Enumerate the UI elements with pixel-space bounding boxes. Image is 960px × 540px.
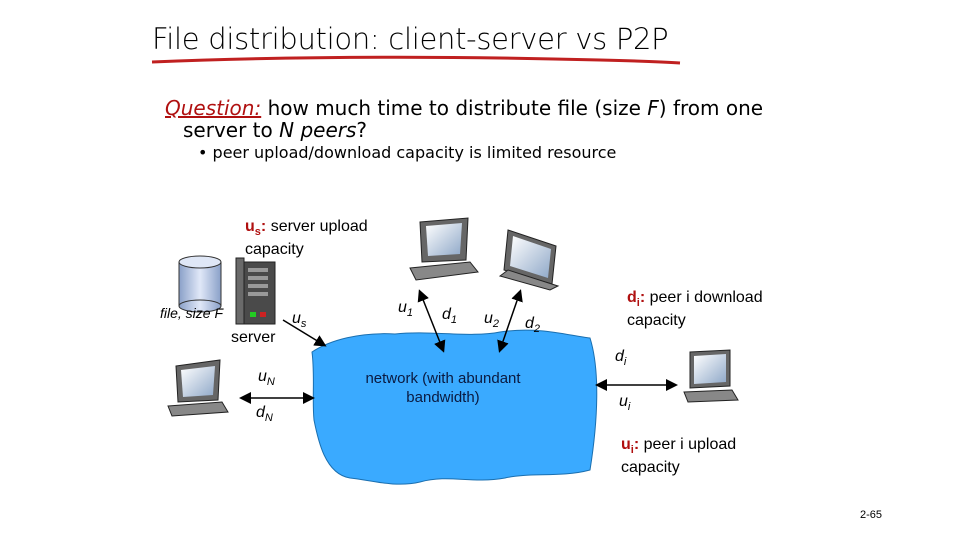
computer-icon-1 [409,217,479,281]
network-text: network (with abundant [365,370,521,387]
u1-sub: 1 [406,307,414,319]
ui-text2: capacity [621,459,680,476]
network-cloud [311,329,598,485]
dN-label: dN [256,404,273,424]
computer-icon-left [167,359,229,417]
question-line2-a: server to [183,118,280,142]
bullet-item: • peer upload/download capacity is limit… [198,143,617,162]
uN-label: uN [258,368,275,388]
dN-sym: d [256,404,265,421]
di-text2: capacity [627,312,686,329]
d1-label: d1 [442,306,457,326]
di-link-sub: i [623,356,627,368]
question-n: N [279,118,295,142]
file-database-icon [178,255,222,313]
u2-label: u2 [484,310,499,330]
us-sub: s [254,226,261,238]
ui-link-sub: i [627,401,631,413]
ui-link-label: ui [619,393,630,413]
di-sub: i [636,297,640,309]
network-text2: bandwidth) [406,389,480,406]
uN-sym: u [258,368,267,385]
us-label: us: server upload capacity [245,218,368,259]
question-label: Question: [165,96,262,120]
di-text: peer i download [649,289,763,306]
us-arrow [282,319,327,347]
title-underline [151,55,681,65]
us-text2: capacity [245,241,304,258]
di-link-sym: d [615,348,624,365]
d1-sym: d [442,306,451,323]
question-text: Question: how much time to distribute fi… [165,97,763,141]
server-icon [235,257,276,325]
us-symbol: u [245,218,255,235]
di-label: di: peer i download capacity [627,289,763,330]
question-peers: peers [300,118,357,142]
u2-sym: u [484,310,493,327]
ui-label: ui: peer i upload capacity [621,436,736,477]
network-label: network (with abundant bandwidth) [348,369,538,407]
us-link-sub: s [300,318,307,330]
us-text: server upload [270,218,368,235]
server-label: server [231,329,276,346]
us-link-sym: u [292,310,301,327]
question-line1-a: how much time to distribute file (size [267,96,648,120]
di-symbol: d [627,289,637,306]
ui-sub: i [630,444,634,456]
computer-icon-2 [498,229,560,291]
u1-sym: u [398,299,407,316]
page-title: File distribution: client-server vs P2P [152,22,669,56]
bullet-text: peer upload/download capacity is limited… [212,143,617,162]
u1-label: u1 [398,299,413,319]
us-link-label: us [292,310,306,330]
computer-icon-right [683,349,739,403]
page-number: 2-65 [860,509,883,521]
us-colon: : [260,218,267,235]
uN-sub: N [266,376,275,388]
question-line1-b: ) from one [658,96,764,120]
di-colon: : [639,289,646,306]
question-f: F [647,96,659,120]
ui-colon: : [633,436,640,453]
question-end: ? [356,118,368,142]
file-label: file, size F [160,305,224,321]
u2-sub: 2 [492,318,500,330]
d2-sub: 2 [533,323,541,335]
di-link-label: di [615,348,626,368]
d1-sub: 1 [450,314,458,326]
ui-symbol: u [621,436,631,453]
d2-sym: d [525,315,534,332]
ui-link-sym: u [619,393,628,410]
u1-d1-arrow [417,289,446,353]
dN-sub: N [264,412,273,424]
u2-d2-arrow [497,289,523,353]
d2-label: d2 [525,315,540,335]
ui-text: peer i upload [643,436,737,453]
